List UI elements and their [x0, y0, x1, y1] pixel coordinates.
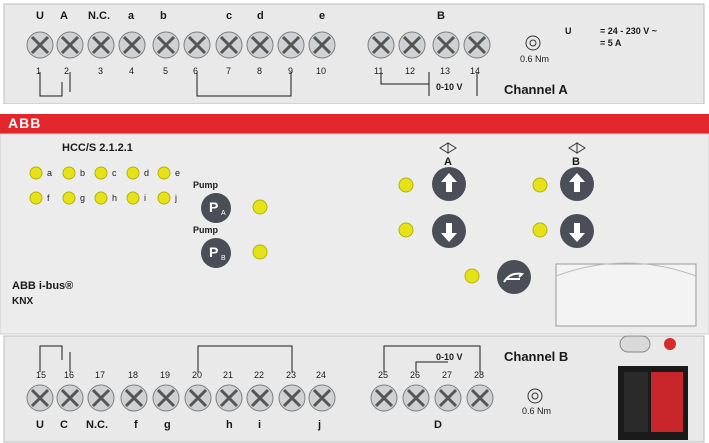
status-leds [29, 166, 548, 284]
terminal-number: 28 [474, 370, 485, 380]
terminal-number: 25 [378, 370, 389, 380]
terminal-number: 12 [405, 66, 416, 76]
led-label: c [112, 168, 117, 178]
led-label: h [112, 193, 118, 203]
terminal-number: 20 [192, 370, 203, 380]
valve-icon-b [568, 142, 586, 154]
led-label: g [80, 193, 86, 203]
terminal-number: 9 [288, 66, 294, 76]
label-u2: U [36, 419, 44, 431]
terminal-number: 14 [470, 66, 481, 76]
terminal-number: 3 [98, 66, 104, 76]
channel-b-letter: B [572, 156, 580, 168]
channel-a-label: Channel A [504, 82, 568, 97]
led-label: i [144, 193, 146, 203]
terminal-number: 19 [160, 370, 171, 380]
terminal-number: 15 [36, 370, 47, 380]
rating-voltage: = 24 - 230 V ~ [600, 26, 658, 36]
label-u1: U [36, 10, 44, 22]
abb-ibus-label: ABB i-bus® [12, 280, 74, 292]
pump-b-label: Pump [193, 225, 219, 235]
label-a-small: a [128, 10, 135, 22]
torque-icon-top [525, 35, 541, 51]
terminal-number: 2 [64, 66, 70, 76]
terminal-number: 1 [36, 66, 42, 76]
channel-a-down-button [432, 214, 466, 248]
label-nc: N.C. [88, 10, 110, 22]
label-i-small: i [258, 419, 262, 431]
channel-a-letter: A [444, 156, 452, 168]
valve-icon-a [439, 142, 457, 154]
pump-a-sub: A [221, 210, 226, 217]
rating-u: U [565, 26, 572, 36]
label-b-channel: B [437, 10, 445, 22]
led-label: b [80, 168, 86, 178]
terminal-number: 7 [226, 66, 232, 76]
label-b-small: b [160, 10, 167, 22]
label-nc-bottom: N.C. [86, 419, 108, 431]
label-d-channel: D [434, 419, 442, 431]
terminal-number: 10 [316, 66, 327, 76]
led-label: a [47, 168, 53, 178]
terminal-number: 27 [442, 370, 453, 380]
label-f-small: f [134, 419, 138, 431]
pump-b-button [201, 238, 231, 268]
terminal-number: 23 [286, 370, 297, 380]
top-terminal-screws [26, 31, 491, 59]
terminal-number: 21 [223, 370, 234, 380]
red-stripe [0, 114, 709, 134]
label-cover [555, 263, 697, 327]
terminal-number: 13 [440, 66, 451, 76]
label-a: A [60, 10, 68, 22]
label-d-small: d [257, 10, 264, 22]
terminal-number: 11 [374, 66, 384, 76]
channel-b-up-button [560, 167, 594, 201]
programming-button [619, 335, 651, 353]
manual-mode-button [497, 260, 531, 294]
led-label: j [175, 193, 177, 203]
knx-label: KNX [12, 296, 34, 307]
channel-b-label: Channel B [504, 349, 569, 364]
channel-b-down-button [560, 214, 594, 248]
torque-icon-bottom [527, 388, 543, 404]
terminal-number: 17 [95, 370, 106, 380]
terminal-number: 6 [193, 66, 199, 76]
torque-label-top: 0.6 Nm [520, 54, 550, 64]
top-wiring-lines [39, 72, 478, 97]
rating-current: = 5 A [600, 38, 622, 48]
pump-b-sub: B [221, 255, 226, 262]
channel-a-up-button [432, 167, 466, 201]
terminal-number: 16 [64, 370, 75, 380]
pump-b-letter[interactable]: P [209, 244, 219, 260]
label-h-small: h [226, 419, 233, 431]
bottom-terminal-screws [26, 384, 494, 412]
abb-logo: ABB [8, 115, 42, 131]
label-j-small: j [318, 419, 322, 431]
terminal-number: 22 [254, 370, 265, 380]
signal-label-bottom: 0-10 V [436, 352, 463, 362]
bottom-wiring-lines [39, 345, 481, 372]
terminal-number: 5 [163, 66, 169, 76]
led-label: d [144, 168, 150, 178]
model-number: HCC/S 2.1.2.1 [62, 142, 133, 154]
label-g-small: g [164, 419, 171, 431]
terminal-number: 24 [316, 370, 327, 380]
led-label: f [47, 193, 50, 203]
programming-led [664, 338, 676, 350]
pump-a-label: Pump [193, 180, 219, 190]
torque-label-bottom: 0.6 Nm [522, 406, 552, 416]
terminal-number: 18 [128, 370, 139, 380]
terminal-number: 26 [410, 370, 421, 380]
label-e-small: e [319, 10, 326, 22]
terminal-number: 8 [257, 66, 263, 76]
signal-label-top: 0-10 V [436, 82, 463, 92]
pump-a-button [201, 193, 231, 223]
label-c: C [60, 419, 68, 431]
label-c-small: c [226, 10, 233, 22]
pump-a-letter[interactable]: P [209, 199, 219, 215]
terminal-number: 4 [129, 66, 135, 76]
led-label: e [175, 168, 181, 178]
